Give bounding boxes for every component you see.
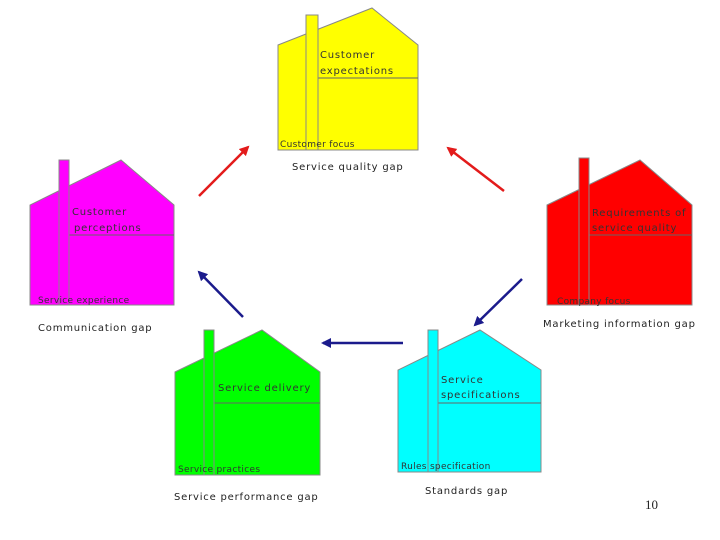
arrow-up-left-red — [198, 145, 250, 197]
house-service-delivery: Service delivery Service practices Servi… — [174, 329, 321, 503]
house-chimney — [305, 14, 319, 151]
arrow-up-right-red — [446, 146, 505, 192]
house-chimney — [578, 157, 590, 306]
page-number: 10 — [645, 497, 658, 512]
house-customer-perceptions: Customer perceptions Service experience … — [29, 159, 175, 334]
house-label-line2: specifications — [441, 390, 520, 401]
gap-label-communication: Communication gap — [38, 323, 152, 334]
gap-label-standards: Standards gap — [425, 486, 508, 497]
house-label-line1: Service delivery — [218, 383, 311, 394]
house-side-label: Company focus — [557, 297, 631, 307]
gap-label-marketing-information: Marketing information gap — [543, 319, 696, 330]
house-side-label: Rules specification — [401, 462, 491, 472]
house-label-line1: Customer — [72, 207, 127, 218]
house-chimney — [58, 159, 70, 306]
house-label-line2: service quality — [592, 223, 677, 234]
house-side-label: Customer focus — [280, 140, 355, 150]
house-body — [397, 329, 542, 473]
house-side-label: Service practices — [178, 465, 260, 475]
house-body — [277, 7, 419, 151]
house-label-line2: expectations — [320, 66, 394, 77]
house-service-specifications: Service specifications Rules specificati… — [397, 329, 542, 497]
house-label-line1: Requirements of — [592, 208, 686, 219]
gap-label-service-performance: Service performance gap — [174, 492, 319, 503]
gap-label-service-quality: Service quality gap — [292, 162, 404, 173]
arrow-down-left-navy — [473, 278, 523, 327]
house-label-line1: Service — [441, 375, 484, 386]
house-side-label: Service experience — [38, 296, 130, 306]
house-label-line1: Customer — [320, 50, 375, 61]
house-requirements-of-service-quality: Requirements of service quality Company … — [543, 157, 696, 330]
house-customer-expectations: Customer expectations Customer focus Ser… — [277, 7, 419, 173]
house-chimney — [427, 329, 439, 473]
house-chimney — [203, 329, 215, 476]
arrow-up-left-navy — [197, 270, 244, 318]
house-label-line2: perceptions — [74, 223, 142, 234]
